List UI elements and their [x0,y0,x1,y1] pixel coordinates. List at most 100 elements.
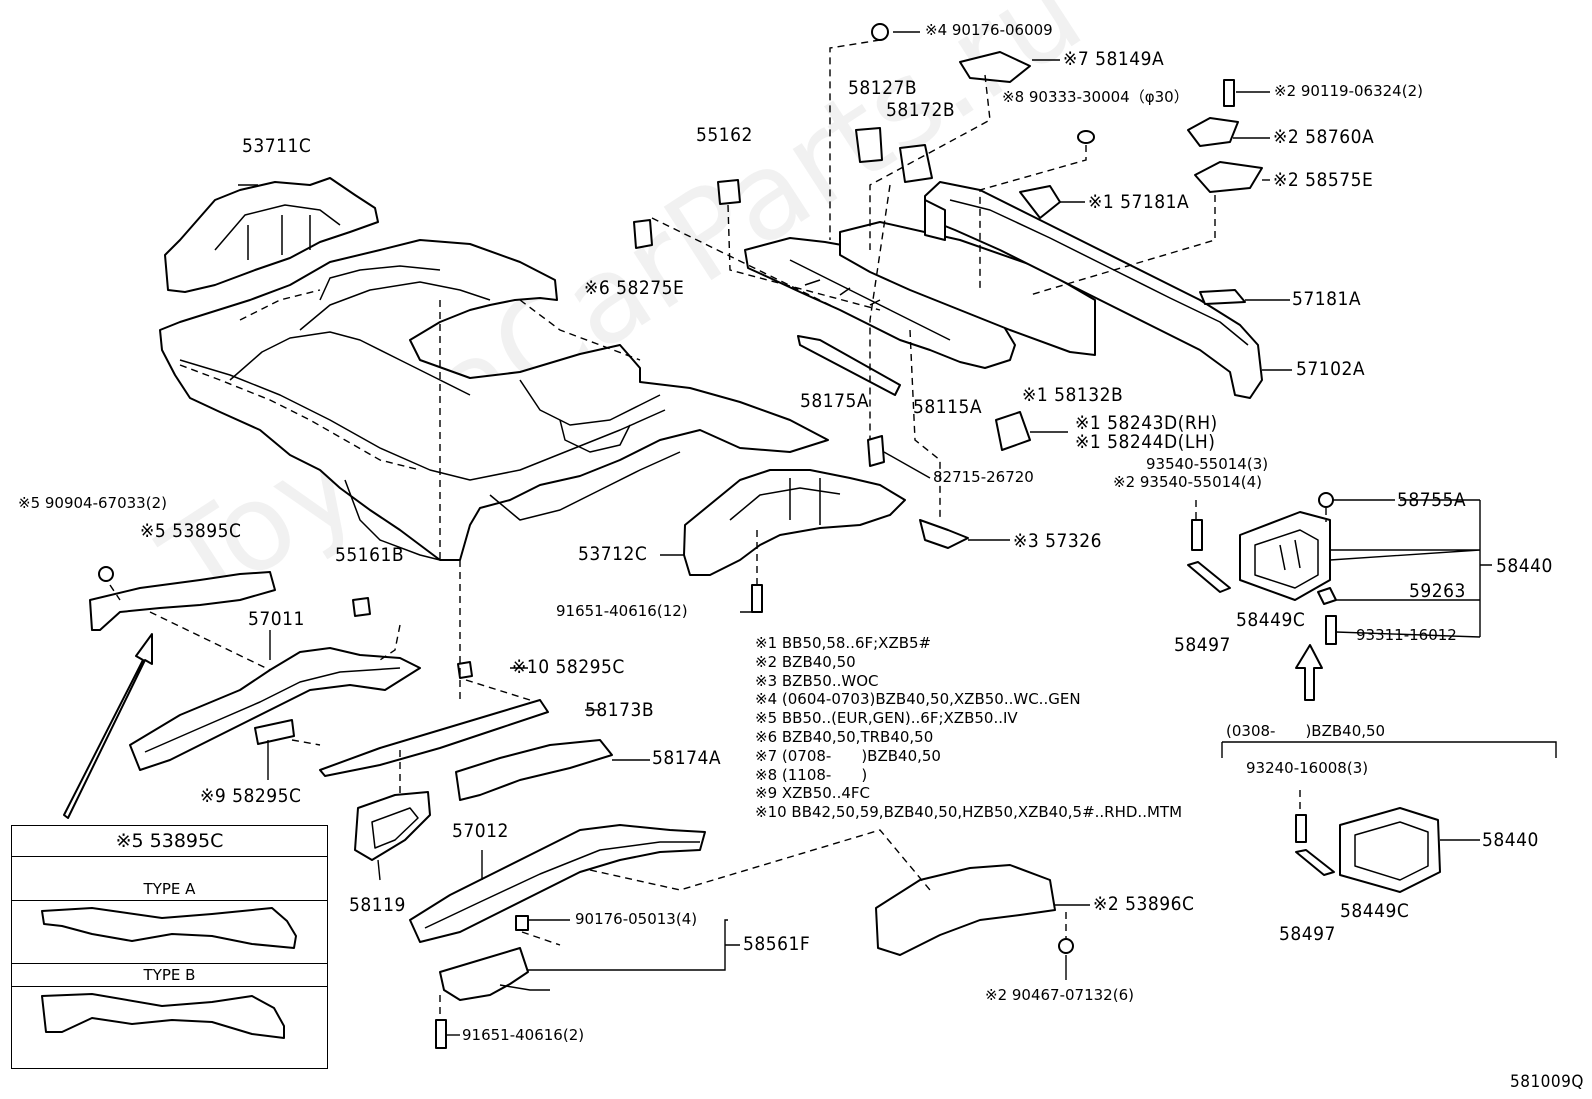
label-90119: ※2 90119-06324(2) [1274,82,1423,100]
part-58132b [839,221,1096,356]
part-57326 [919,519,969,549]
label-58760a: ※2 58760A [1273,126,1375,148]
label-91651b: 91651-40616(2) [462,1026,585,1044]
label-58275e: ※6 58275E [584,277,685,299]
label-58172b: 58172B [886,99,956,121]
label-58497-a: 58497 [1174,634,1231,656]
part-57011 [129,647,421,771]
label-58755a: 58755A [1397,489,1467,511]
label-58440a: 58440 [1496,555,1553,577]
label-58497-b: 58497 [1279,923,1336,945]
part-58173b [319,699,549,777]
label-55161b: 55161B [335,544,405,566]
part-58440-lower [1339,807,1441,893]
label-58440b: 58440 [1482,829,1539,851]
label-58173b: 58173B [585,699,655,721]
label-53712c: 53712C [578,543,648,565]
footnote: ※4 (0604-0703)BZB40,50,XZB50..WC..GEN [755,690,1081,709]
part-55162 [717,179,741,205]
part-90333 [1077,130,1095,144]
part-93240 [1295,814,1307,843]
legend-type-b-shape [41,993,285,1039]
label-58243d: ※1 58243D(RH) [1075,412,1218,434]
footnote: ※9 XZB50..4FC [755,784,870,803]
part-91651-b [435,1019,447,1049]
part-53896c [875,864,1056,956]
part-58440-upper [1239,511,1331,601]
part-58119 [354,791,431,861]
part-90119 [1223,79,1235,107]
label-58295c-10: ※10 58295C [512,656,625,678]
part-90176-05013 [515,915,529,931]
part-53712c [683,469,906,576]
diagram-id: 581009Q [1510,1072,1584,1092]
type-legend-box: ※5 53895C TYPE A TYPE B [11,825,328,1069]
label-58449c-b: 58449C [1340,900,1410,922]
part-57012 [409,824,706,943]
arrow-left [63,633,153,819]
part-55161b [352,597,371,617]
label-58295c-9: ※9 58295C [200,785,302,807]
footnote: ※6 BZB40,50,TRB40,50 [755,727,934,746]
legend-type-a: TYPE A [12,878,327,901]
label-90176-05013: 90176-05013(4) [575,910,698,928]
arrow-right [1295,644,1323,701]
footnote: ※2 BZB40,50 [755,652,856,671]
label-53896c: ※2 53896C [1093,893,1195,915]
part-57181a-lower [1199,289,1246,305]
label-58127b: 58127B [848,77,918,99]
label-57326: ※3 57326 [1013,530,1102,552]
label-90176-06009: ※4 90176-06009 [925,21,1053,39]
footnote: ※7 (0708- )BZB40,50 [755,746,941,765]
label-58575e: ※2 58575E [1273,169,1374,191]
part-59263 [1317,587,1337,605]
floor-pan-drawing [159,239,829,561]
label-58149a: ※7 58149A [1063,48,1165,70]
footnotes: ※1 BB50,58..6F;XZB5# ※2 BZB40,50 ※3 BZB5… [755,636,1182,824]
label-57011: 57011 [248,608,305,630]
label-55162: 55162 [696,124,753,146]
label-53711c: 53711C [242,135,312,157]
legend-drawings [41,907,297,1039]
leader-lines [109,31,1557,1036]
label-58175a: 58175A [800,390,870,412]
label-90467: ※2 90467-07132(6) [985,986,1134,1004]
label-57012: 57012 [452,820,509,842]
part-58575e [1194,161,1263,193]
label-90333: ※8 90333-30004（φ30） [1002,88,1189,106]
part-82715 [867,435,885,467]
part-58175a [797,335,901,396]
footnote: ※5 BB50..(EUR,GEN)..6F;XZB50..IV [755,709,1018,728]
label-58244d: ※1 58244D(LH) [1075,431,1216,453]
label-58449c-a: 58449C [1236,609,1306,631]
label-57102a: 57102A [1296,358,1366,380]
label-58132b: ※1 58132B [1022,384,1124,406]
part-58760a [1187,117,1239,147]
part-58172b [899,144,933,183]
legend-type-a-shape [41,907,297,949]
label-59263: 59263 [1409,580,1466,602]
part-90467 [1058,938,1074,954]
part-93540 [1191,519,1203,551]
footnote: ※10 BB42,50,59,BZB40,50,HZB50,XZB40,5#..… [755,803,1183,822]
label-93311: 93311-16012 [1356,626,1457,644]
part-58497-upper [1187,561,1231,593]
part-58561f [439,947,529,1001]
label-93240: 93240-16008(3) [1246,759,1369,777]
part-58295c-9 [254,719,295,745]
label-58561f: 58561F [743,933,811,955]
label-93540b: ※2 93540-55014(4) [1113,473,1262,491]
part-58755a [1318,492,1334,508]
part-58149a [959,51,1031,83]
footnote: ※3 BZB50..WOC [755,671,879,690]
label-58119: 58119 [349,894,406,916]
label-93540a: 93540-55014(3) [1146,455,1269,473]
label-57181a-1: ※1 57181A [1088,191,1190,213]
part-90904 [98,566,114,582]
part-58174a [455,739,613,801]
part-93311 [1325,615,1337,645]
legend-type-b: TYPE B [12,963,327,987]
footnote: ※1 BB50,58..6F;XZB5# [755,634,932,652]
bracket-label: (0308- )BZB40,50 [1226,722,1386,740]
